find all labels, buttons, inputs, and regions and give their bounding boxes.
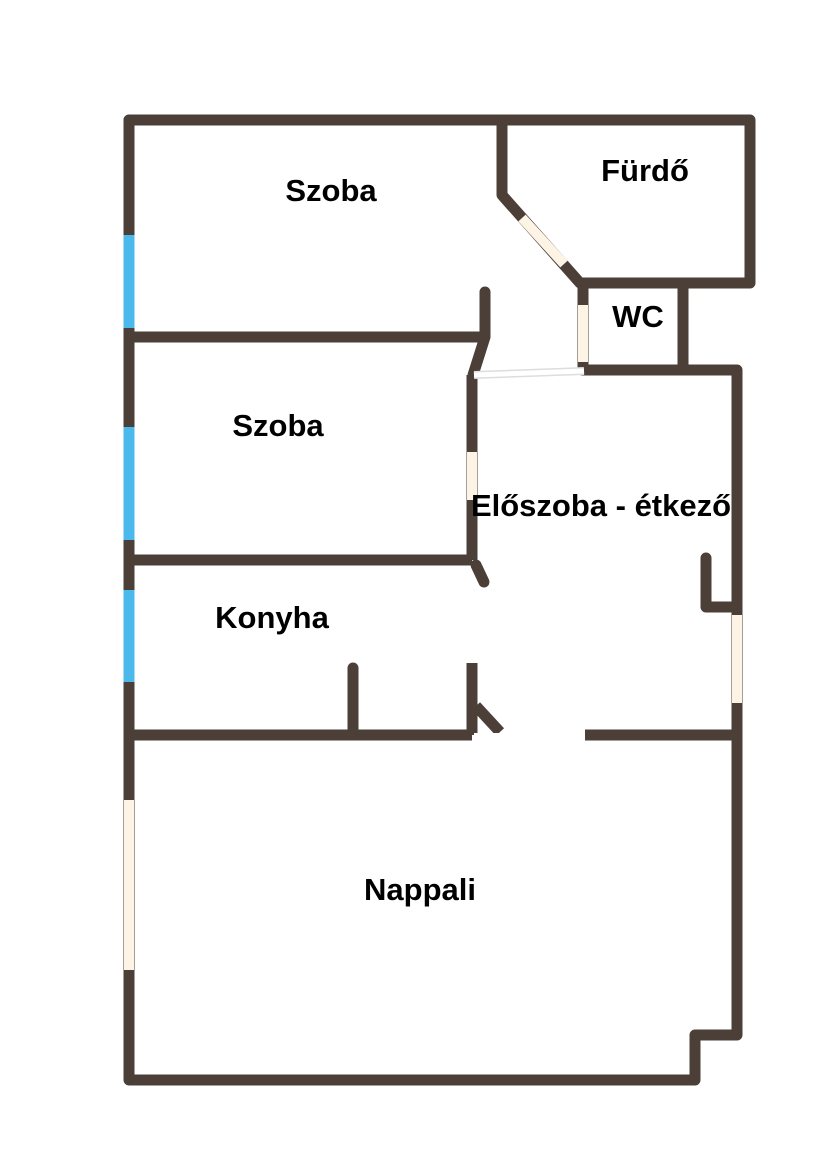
- openings: [124, 214, 742, 970]
- room-label-wc: WC: [612, 299, 664, 334]
- room-label-konyha: Konyha: [215, 600, 329, 635]
- room-label-furdo: Fürdő: [601, 153, 689, 188]
- room-label-eloszoba: Előszoba - étkező: [471, 488, 731, 523]
- walls: [123, 114, 756, 1086]
- room-label-szoba-2: Szoba: [232, 408, 324, 443]
- room-label-nappali: Nappali: [364, 872, 476, 907]
- room-label-szoba-1: Szoba: [285, 173, 377, 208]
